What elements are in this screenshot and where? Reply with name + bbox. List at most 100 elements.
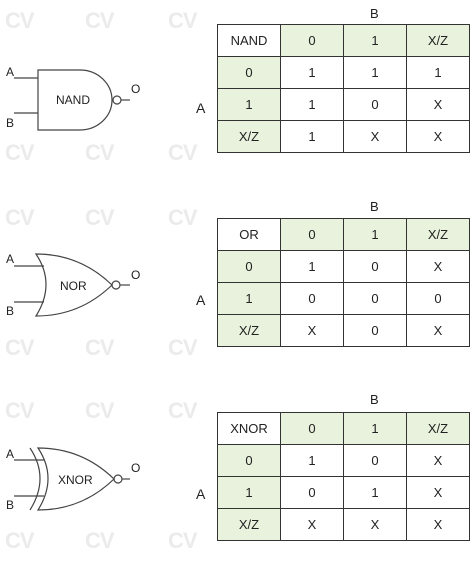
table-row: 1 0 0 0 bbox=[217, 282, 470, 315]
table-cell: 0 bbox=[343, 314, 407, 347]
table-row: 1 0 1 X bbox=[217, 476, 470, 509]
nor-section: A B NOR O B A OR 0 1 X/Z 0 1 0 X 1 0 0 0… bbox=[0, 196, 474, 376]
watermark: CV bbox=[168, 398, 198, 423]
table-cell: 0 bbox=[280, 282, 344, 315]
nand-gate-symbol: A B NAND O bbox=[6, 65, 140, 131]
table-cell: 0 bbox=[343, 88, 407, 121]
xnor-input-b-label: B bbox=[6, 498, 14, 512]
column-header: X/Z bbox=[406, 218, 470, 251]
nor-output-label: O bbox=[131, 268, 140, 282]
nor-input-b-label: B bbox=[6, 304, 14, 318]
watermark: CV bbox=[5, 140, 35, 165]
nand-truth-table: NAND 0 1 X/Z 0 1 1 1 1 1 0 X X/Z 1 X X bbox=[217, 24, 470, 153]
table-row: 0 1 0 X bbox=[217, 250, 470, 283]
xnor-section: A B XNOR O B A XNOR 0 1 X/Z 0 1 0 X 1 0 … bbox=[0, 390, 474, 570]
nor-column-variable: B bbox=[370, 199, 379, 214]
table-cell: X bbox=[406, 476, 470, 509]
xnor-truth-table: XNOR 0 1 X/Z 0 1 0 X 1 0 1 X X/Z X X X bbox=[217, 412, 470, 541]
table-cell: 1 bbox=[280, 56, 344, 89]
xnor-row-variable: A bbox=[196, 486, 206, 502]
row-header: 0 bbox=[217, 56, 281, 89]
watermark: CV bbox=[85, 8, 115, 33]
table-header-row: OR 0 1 X/Z bbox=[217, 218, 470, 251]
column-header: 0 bbox=[280, 412, 344, 445]
watermark: CV bbox=[5, 398, 35, 423]
nand-column-variable: B bbox=[370, 6, 379, 21]
table-row: X/Z 1 X X bbox=[217, 120, 470, 153]
table-cell: X bbox=[406, 250, 470, 283]
table-cell: 1 bbox=[406, 56, 470, 89]
table-cell: 1 bbox=[280, 250, 344, 283]
table-cell: 0 bbox=[280, 476, 344, 509]
watermark: CV bbox=[168, 335, 198, 360]
column-header: 0 bbox=[280, 218, 344, 251]
nand-input-a-label: A bbox=[6, 65, 14, 79]
table-cell: X bbox=[280, 314, 344, 347]
row-header: X/Z bbox=[217, 314, 281, 347]
table-cell: 1 bbox=[280, 444, 344, 477]
xnor-input-a-label: A bbox=[6, 447, 14, 461]
table-row: 1 1 0 X bbox=[217, 88, 470, 121]
nand-row-variable: A bbox=[196, 100, 206, 116]
table-cell: X bbox=[406, 120, 470, 153]
table-cell: X bbox=[406, 88, 470, 121]
nand-gate-label: NAND bbox=[56, 93, 90, 107]
table-cell: 1 bbox=[343, 476, 407, 509]
table-cell: X bbox=[343, 120, 407, 153]
watermark: CV bbox=[5, 8, 35, 33]
table-row: 0 1 0 X bbox=[217, 444, 470, 477]
row-header: X/Z bbox=[217, 120, 281, 153]
table-row: X/Z X 0 X bbox=[217, 314, 470, 347]
xnor-output-label: O bbox=[131, 461, 140, 475]
nor-gate-label: NOR bbox=[60, 279, 87, 293]
column-header: X/Z bbox=[406, 24, 470, 57]
column-header: 1 bbox=[343, 218, 407, 251]
table-cell: X bbox=[343, 508, 407, 541]
watermark: CV bbox=[168, 140, 198, 165]
watermark: CV bbox=[168, 8, 198, 33]
table-cell: 0 bbox=[343, 444, 407, 477]
table-cell: 1 bbox=[343, 56, 407, 89]
nand-section: A B NAND O B A NAND 0 1 X/Z 0 1 1 1 1 1 … bbox=[0, 0, 474, 180]
table-cell: 1 bbox=[280, 120, 344, 153]
row-header: 0 bbox=[217, 444, 281, 477]
nor-input-a-label: A bbox=[6, 252, 14, 266]
table-corner-cell: XNOR bbox=[217, 412, 281, 445]
xnor-gate-symbol: A B XNOR O bbox=[6, 447, 140, 512]
table-cell: X bbox=[406, 314, 470, 347]
nor-row-variable: A bbox=[196, 292, 206, 308]
xnor-gate-label: XNOR bbox=[58, 473, 93, 487]
table-cell: X bbox=[280, 508, 344, 541]
watermark: CV bbox=[5, 335, 35, 360]
xnor-column-variable: B bbox=[370, 392, 379, 407]
nor-gate-symbol: A B NOR O bbox=[6, 252, 140, 318]
watermark: CV bbox=[85, 140, 115, 165]
table-cell: X bbox=[406, 444, 470, 477]
table-header-row: NAND 0 1 X/Z bbox=[217, 24, 470, 57]
watermark: CV bbox=[85, 205, 115, 230]
row-header: 1 bbox=[217, 476, 281, 509]
table-cell: 0 bbox=[406, 282, 470, 315]
watermark: CV bbox=[85, 398, 115, 423]
column-header: 0 bbox=[280, 24, 344, 57]
table-cell: 0 bbox=[343, 282, 407, 315]
table-corner-cell: OR bbox=[217, 218, 281, 251]
table-cell: 1 bbox=[280, 88, 344, 121]
table-header-row: XNOR 0 1 X/Z bbox=[217, 412, 470, 445]
column-header: 1 bbox=[343, 412, 407, 445]
row-header: 0 bbox=[217, 250, 281, 283]
row-header: X/Z bbox=[217, 508, 281, 541]
column-header: 1 bbox=[343, 24, 407, 57]
table-cell: X bbox=[406, 508, 470, 541]
row-header: 1 bbox=[217, 282, 281, 315]
watermark: CV bbox=[168, 205, 198, 230]
or-truth-table: OR 0 1 X/Z 0 1 0 X 1 0 0 0 X/Z X 0 X bbox=[217, 218, 470, 347]
watermark: CV bbox=[5, 205, 35, 230]
row-header: 1 bbox=[217, 88, 281, 121]
watermark: CV bbox=[85, 335, 115, 360]
nand-input-b-label: B bbox=[6, 116, 14, 130]
nand-output-label: O bbox=[131, 82, 140, 96]
table-row: 0 1 1 1 bbox=[217, 56, 470, 89]
column-header: X/Z bbox=[406, 412, 470, 445]
table-row: X/Z X X X bbox=[217, 508, 470, 541]
